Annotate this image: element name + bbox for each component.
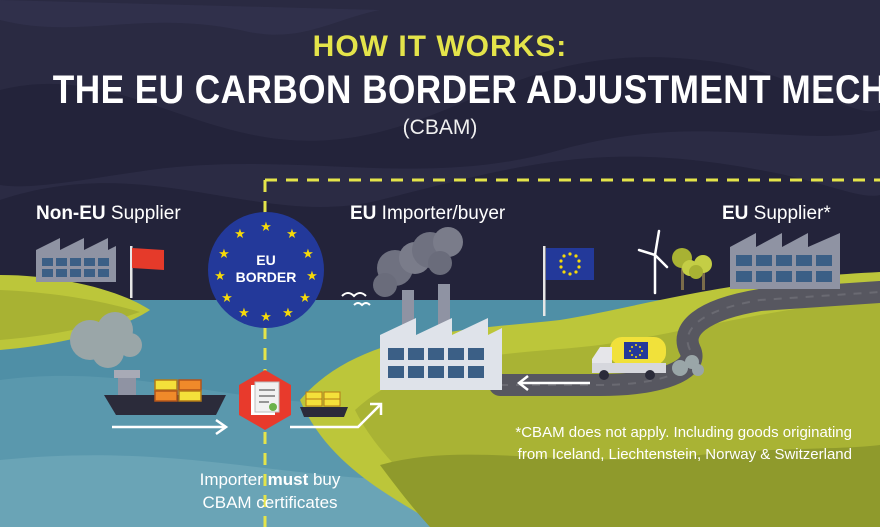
factory-icon xyxy=(36,238,116,282)
smoke-icon xyxy=(373,227,463,297)
bird-icon xyxy=(341,292,371,307)
smoke-icon xyxy=(70,312,142,368)
caption-line1: Importer must buy xyxy=(150,468,390,491)
certificate-caption: Importer must buy CBAM certificates xyxy=(150,468,390,514)
page-subtitle: (CBAM) xyxy=(402,116,478,139)
caption-post: buy xyxy=(308,470,341,489)
eu-importer-rest: Importer/buyer xyxy=(376,203,506,224)
factory-icon xyxy=(380,284,502,390)
star-icon: ★ xyxy=(214,268,226,283)
eu-importer-label: EU Importer/buyer xyxy=(350,203,505,225)
eu-border-badge: ★ ★ ★ ★ ★ ★ ★ ★ ★ ★ ★ ★ EU BORDER xyxy=(208,212,324,328)
smoke-icon xyxy=(672,355,704,376)
flag-icon xyxy=(130,246,164,298)
eu-supplier-label: EU Supplier* xyxy=(722,203,831,225)
star-icon: ★ xyxy=(260,309,272,324)
star-icon: ★ xyxy=(299,290,311,305)
caption-line2: CBAM certificates xyxy=(202,493,338,512)
star-icon: ★ xyxy=(218,246,230,261)
note-line1: *CBAM does not apply. Including goods or… xyxy=(515,424,852,441)
eu-flag-icon xyxy=(543,246,594,316)
star-icon: ★ xyxy=(238,305,250,320)
tree-icon xyxy=(672,248,712,290)
sky-swirls xyxy=(0,0,880,207)
star-icon: ★ xyxy=(306,268,318,283)
arrow-icon xyxy=(290,402,383,429)
star-icon: ★ xyxy=(302,246,314,261)
eu-supplier-rest: Supplier* xyxy=(748,203,831,224)
truck-icon xyxy=(592,337,666,380)
certificate-icon xyxy=(239,370,291,430)
eu-supplier-bold: EU xyxy=(722,203,749,224)
caption-bold: must xyxy=(267,470,309,489)
barge-icon xyxy=(300,391,348,417)
star-icon: ★ xyxy=(221,290,233,305)
non-eu-supplier-bold: Non-EU xyxy=(36,203,106,224)
road xyxy=(489,281,880,396)
note-line2: from Iceland, Liechtenstein, Norway & Sw… xyxy=(517,446,852,463)
star-icon: ★ xyxy=(234,226,246,241)
header-kicker: HOW IT WORKS: xyxy=(312,30,568,63)
cbam-exemption-note: *CBAM does not apply. Including goods or… xyxy=(515,422,852,466)
non-eu-supplier-rest: Supplier xyxy=(105,203,181,224)
border-line1: EU xyxy=(256,252,276,268)
page-title: THE EU CARBON BORDER ADJUSTMENT MECHANIS… xyxy=(52,68,880,112)
container-icon xyxy=(154,379,202,402)
wind-turbine-icon xyxy=(637,229,669,295)
star-icon: ★ xyxy=(286,226,298,241)
eu-border-line xyxy=(263,178,880,527)
caption-pre: Importer xyxy=(199,470,268,489)
non-eu-supplier-label: Non-EU Supplier xyxy=(36,203,181,225)
eu-importer-bold: EU xyxy=(350,203,377,224)
star-icon: ★ xyxy=(282,305,294,320)
arrow-icon xyxy=(516,375,590,391)
star-icon: ★ xyxy=(260,219,272,234)
factory-icon xyxy=(730,233,840,289)
arrow-icon xyxy=(112,418,229,436)
border-line2: BORDER xyxy=(235,269,297,285)
